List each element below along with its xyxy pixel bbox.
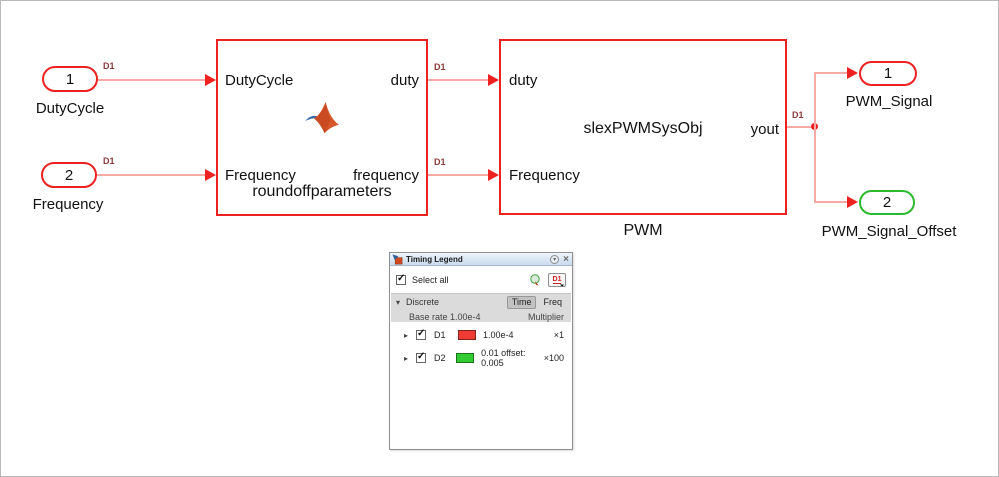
rate-value: 1.00e-4 xyxy=(483,330,514,340)
arrowhead-icon xyxy=(847,196,858,208)
inport-frequency[interactable]: 2 xyxy=(41,162,97,188)
panel-title: Timing Legend xyxy=(406,254,463,264)
select-all-checkbox[interactable]: ✓ xyxy=(396,273,406,285)
block-title: slexPWMSysObj xyxy=(583,120,703,137)
panel-separator xyxy=(391,293,571,294)
arrowhead-icon xyxy=(205,169,216,181)
matlab-logo-icon xyxy=(305,102,339,134)
highlight-rates-icon[interactable] xyxy=(529,274,541,286)
expand-d2-icon[interactable]: ▸ xyxy=(404,353,409,363)
rate-multiplier: ×1 xyxy=(553,330,564,340)
outport-number: 1 xyxy=(883,65,893,82)
timing-legend-titlebar[interactable]: Timing Legend ▾ × xyxy=(390,253,572,266)
d1-checkbox[interactable]: ✓ xyxy=(416,328,427,340)
inport-dutycycle[interactable]: 1 xyxy=(42,66,98,92)
timing-legend-panel: Timing Legend ▾ × ✓ Select all D1 ▾ xyxy=(389,252,573,450)
wire-branch-bottom[interactable] xyxy=(814,201,847,203)
block-port-label: duty xyxy=(390,72,419,89)
multiplier-header: Multiplier xyxy=(527,311,564,322)
inport-number: 2 xyxy=(64,166,74,184)
outport-pwm-signal-offset-label: PWM_Signal_Offset xyxy=(821,223,957,240)
rate-id: D1 xyxy=(434,330,446,340)
inport-number: 1 xyxy=(65,70,75,88)
panel-menu-icon[interactable]: ▾ xyxy=(550,255,560,264)
timing-legend-icon xyxy=(392,253,403,264)
wire-dutycycle[interactable] xyxy=(98,79,205,81)
rate-row-d2: ▸ ✓ D2 0.01 offset: 0.005 ×100 xyxy=(390,348,572,368)
block-port-label: frequency xyxy=(353,167,419,184)
arrowhead-icon xyxy=(205,74,216,86)
inport-dutycycle-label: DutyCycle xyxy=(35,100,105,117)
freq-toggle-button[interactable]: Freq xyxy=(543,297,562,307)
wire-frequency[interactable] xyxy=(97,174,205,176)
matlab-function-block[interactable]: DutyCycle duty roundoffparameters Freque… xyxy=(216,39,428,216)
wire-frequency-2[interactable] xyxy=(428,174,488,176)
d2-color-swatch xyxy=(456,353,475,363)
block-port-label: Frequency xyxy=(225,167,296,184)
base-rate-label: Base rate 1.00e-4 xyxy=(409,311,481,322)
outport-pwm-signal[interactable]: 1 xyxy=(859,61,917,86)
rate-value: 0.01 offset: 0.005 xyxy=(481,348,526,368)
d1-color-swatch xyxy=(458,330,477,340)
block-port-label: Frequency xyxy=(509,167,580,184)
wire-branch-top[interactable] xyxy=(814,72,847,74)
arrowhead-icon xyxy=(488,169,499,181)
block-port-label: duty xyxy=(509,72,538,89)
close-icon[interactable]: × xyxy=(563,254,569,265)
block-port-label: yout xyxy=(750,121,779,138)
pwm-block-caption: PWM xyxy=(623,222,663,239)
outport-number: 2 xyxy=(882,194,892,211)
pwm-system-object-block[interactable]: duty slexPWMSysObj yout Frequency xyxy=(499,39,787,215)
block-title: roundoffparameters xyxy=(252,183,392,200)
rate-annotation-d1: D1 xyxy=(103,156,115,166)
select-all-label: Select all xyxy=(412,275,449,285)
d2-checkbox[interactable]: ✓ xyxy=(416,351,427,363)
discrete-section-label: Discrete xyxy=(406,297,440,307)
block-port-label: DutyCycle xyxy=(225,72,294,89)
rate-annotation-d1: D1 xyxy=(103,61,115,71)
rate-annotation-d1: D1 xyxy=(434,62,446,72)
collapse-discrete-icon[interactable]: ▾ xyxy=(396,297,401,307)
expand-d1-icon[interactable]: ▸ xyxy=(404,330,409,340)
wire-branch-vertical[interactable] xyxy=(814,72,816,202)
wire-duty[interactable] xyxy=(428,79,488,81)
discrete-section-bg xyxy=(391,294,571,322)
rate-annotation-d1: D1 xyxy=(434,157,446,167)
d1-filter-button[interactable]: D1 xyxy=(548,273,566,287)
inport-frequency-label: Frequency xyxy=(32,196,104,213)
arrowhead-icon xyxy=(488,74,499,86)
rate-row-d1: ▸ ✓ D1 1.00e-4 ×1 xyxy=(390,327,572,343)
wire-yout[interactable] xyxy=(787,126,815,128)
rate-id: D2 xyxy=(434,353,446,363)
dropdown-corner-icon xyxy=(557,280,565,287)
outport-pwm-signal-offset[interactable]: 2 xyxy=(859,190,915,215)
rate-multiplier: ×100 xyxy=(543,353,564,363)
outport-pwm-signal-label: PWM_Signal xyxy=(845,93,933,110)
time-toggle-button[interactable]: Time xyxy=(506,295,537,309)
arrowhead-icon xyxy=(847,67,858,79)
rate-annotation-d1: D1 xyxy=(792,110,804,120)
